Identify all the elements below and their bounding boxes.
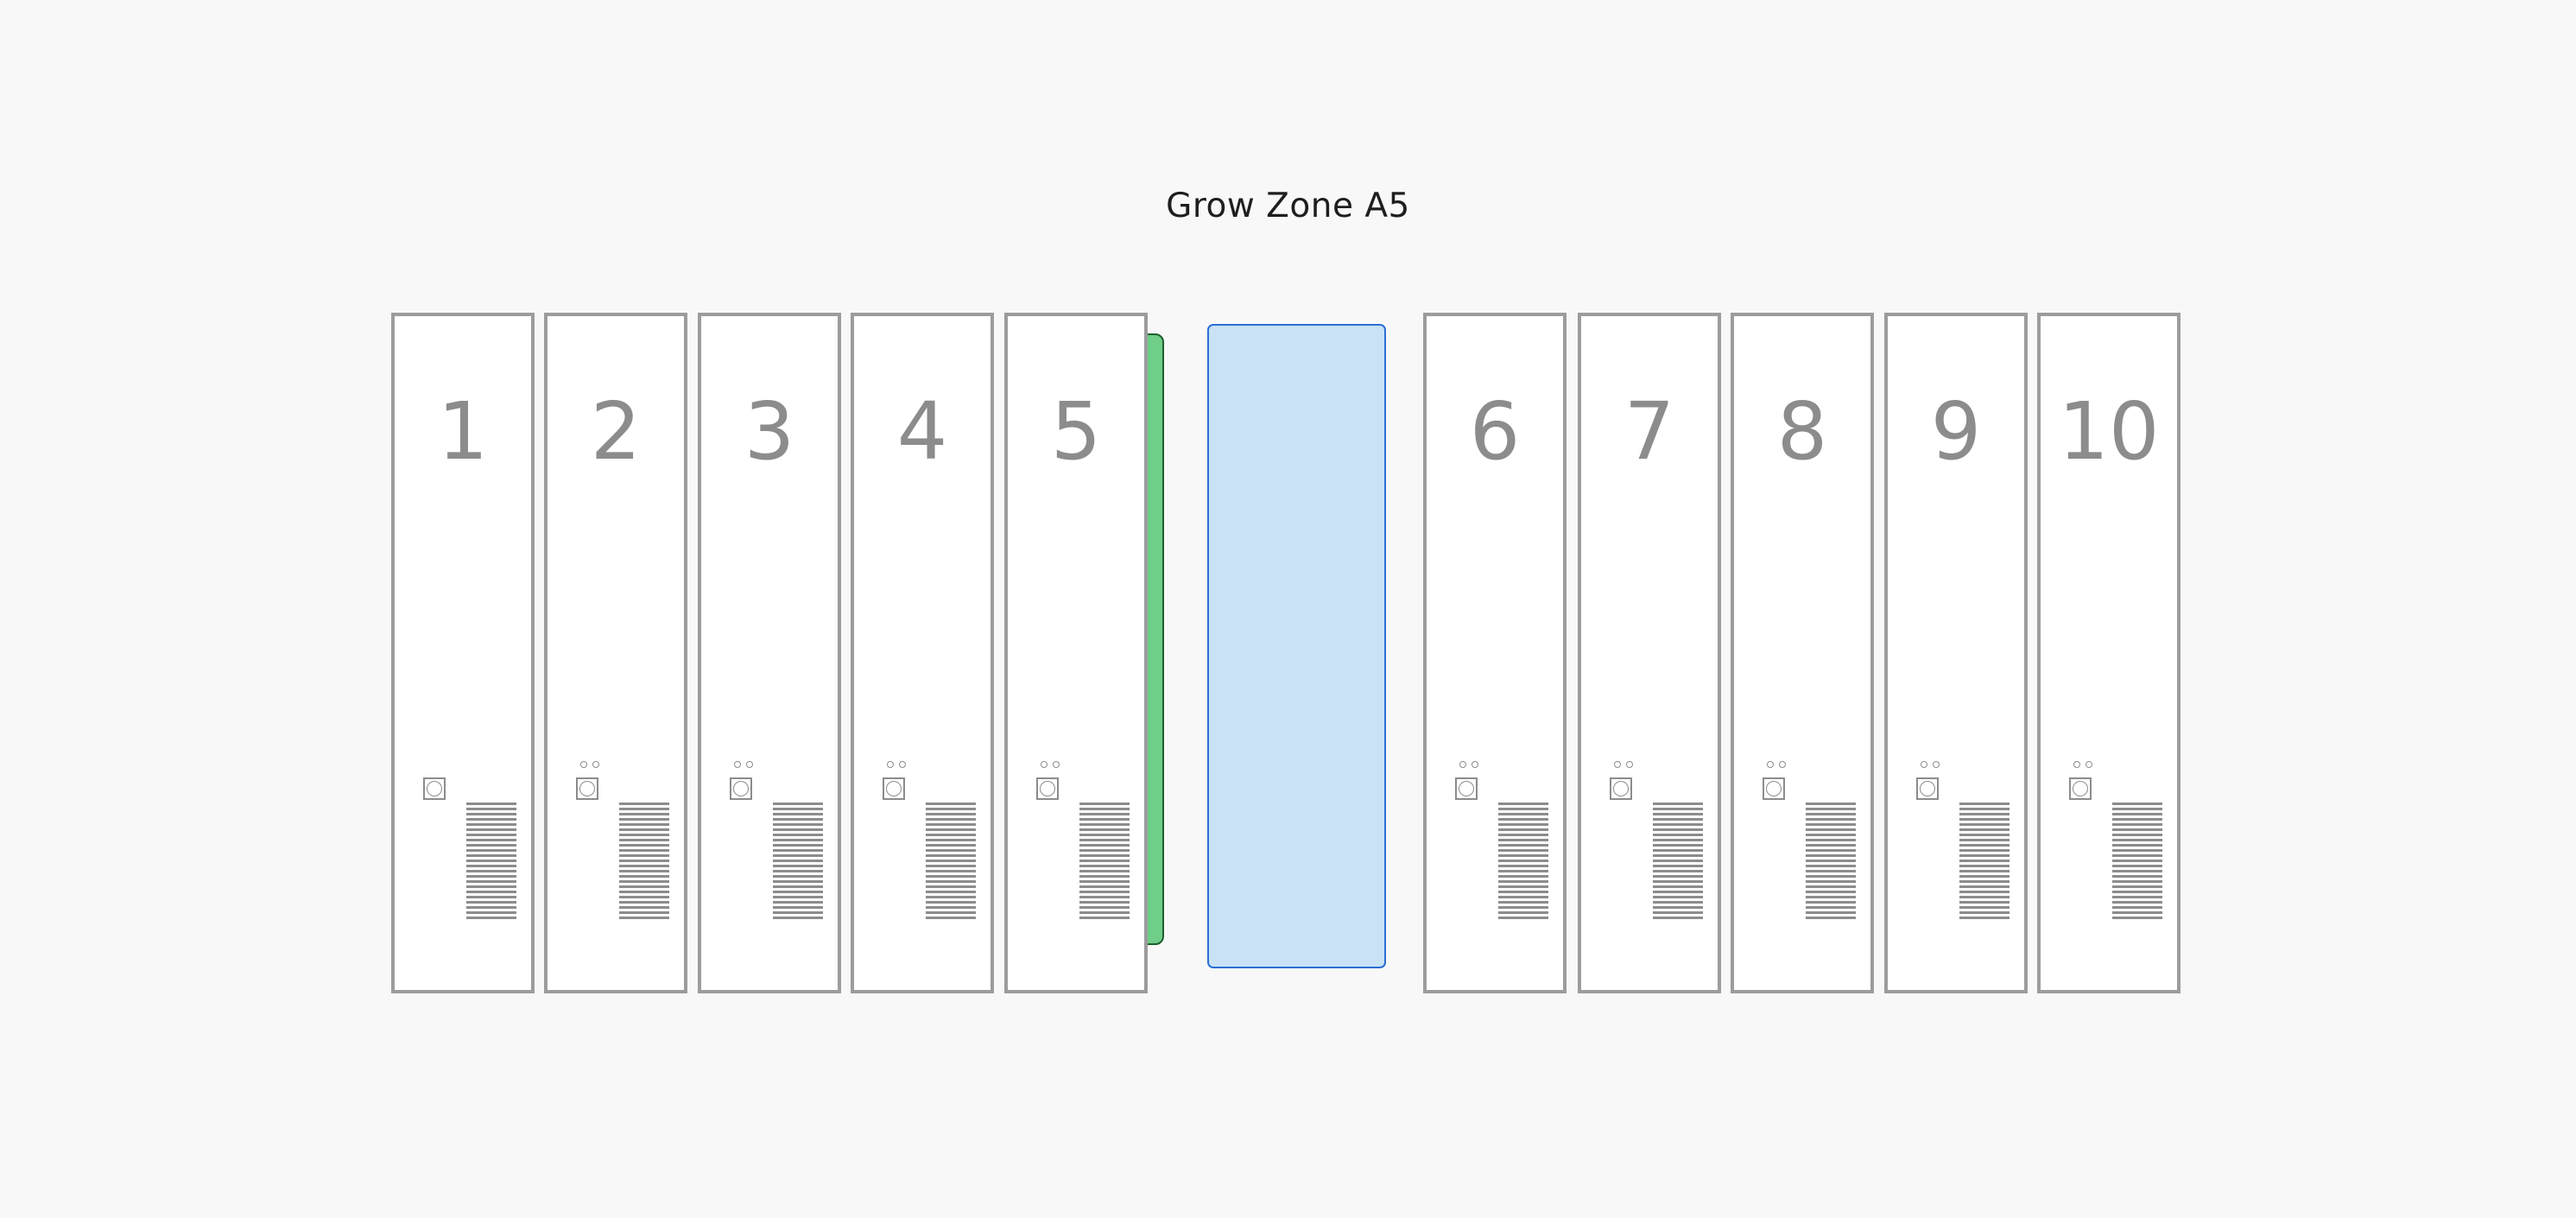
vent-icon xyxy=(1959,802,2010,921)
port-icon xyxy=(423,777,446,800)
zone-title: Grow Zone A5 xyxy=(1166,187,1410,225)
unit-7[interactable]: 7 xyxy=(1578,313,1721,993)
unit-5[interactable]: 5 xyxy=(1004,313,1148,993)
unit-9[interactable]: 9 xyxy=(1884,313,2028,993)
led-icon xyxy=(732,761,758,771)
vent-icon xyxy=(466,802,516,921)
led-icon xyxy=(579,761,604,771)
port-icon xyxy=(730,777,752,800)
vent-icon xyxy=(619,802,669,921)
vent-icon xyxy=(1498,802,1548,921)
port-icon xyxy=(1763,777,1785,800)
vent-icon xyxy=(1079,802,1130,921)
unit-number: 5 xyxy=(1050,385,1102,478)
unit-6[interactable]: 6 xyxy=(1423,313,1566,993)
unit-number: 7 xyxy=(1623,385,1675,478)
vent-icon xyxy=(926,802,976,921)
unit-number: 1 xyxy=(437,385,489,478)
port-icon xyxy=(1036,777,1059,800)
unit-1[interactable]: 1 xyxy=(391,313,535,993)
port-icon xyxy=(2069,777,2092,800)
unit-10[interactable]: 10 xyxy=(2037,313,2180,993)
port-icon xyxy=(1610,777,1632,800)
vent-icon xyxy=(2112,802,2162,921)
port-icon xyxy=(576,777,598,800)
led-icon xyxy=(885,761,911,771)
active-indicator xyxy=(1145,333,1164,945)
led-icon xyxy=(1039,761,1065,771)
vent-icon xyxy=(1806,802,1856,921)
vent-icon xyxy=(1653,802,1703,921)
unit-number: 10 xyxy=(2058,385,2160,478)
unit-number: 4 xyxy=(896,385,948,478)
vent-icon xyxy=(773,802,823,921)
led-icon xyxy=(1458,761,1484,771)
unit-2[interactable]: 2 xyxy=(544,313,687,993)
unit-8[interactable]: 8 xyxy=(1731,313,1874,993)
led-icon xyxy=(2072,761,2098,771)
unit-4[interactable]: 4 xyxy=(851,313,994,993)
unit-number: 2 xyxy=(590,385,642,478)
door-panel[interactable] xyxy=(1207,324,1386,968)
led-icon xyxy=(1612,761,1638,771)
unit-number: 6 xyxy=(1469,385,1521,478)
unit-3[interactable]: 3 xyxy=(698,313,841,993)
unit-number: 3 xyxy=(744,385,795,478)
port-icon xyxy=(1916,777,1939,800)
unit-number: 9 xyxy=(1930,385,1982,478)
unit-number: 8 xyxy=(1776,385,1828,478)
led-icon xyxy=(1919,761,1945,771)
port-icon xyxy=(1455,777,1478,800)
led-icon xyxy=(1765,761,1791,771)
port-icon xyxy=(883,777,905,800)
